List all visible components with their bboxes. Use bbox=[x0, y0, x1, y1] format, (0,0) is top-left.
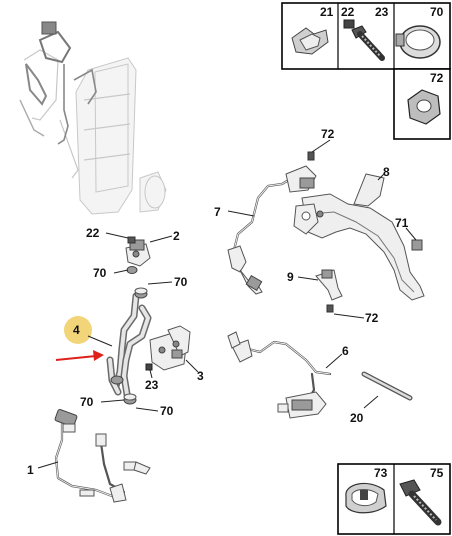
callout-1: 1 bbox=[27, 463, 34, 477]
sensor-harness-ghost bbox=[19, 21, 97, 145]
callout-70-d: 70 bbox=[160, 404, 174, 418]
callout-71: 71 bbox=[395, 216, 409, 230]
callout-9: 9 bbox=[287, 270, 294, 284]
callouts: 22 2 70 70 4 3 23 70 70 1 bbox=[27, 127, 417, 477]
bolt-23-icon bbox=[351, 25, 385, 61]
box-label-70: 70 bbox=[430, 5, 444, 19]
hardware-box-bottom: 73 75 bbox=[337, 463, 451, 535]
part-2-bracket bbox=[125, 239, 151, 267]
callout-20: 20 bbox=[350, 411, 364, 425]
red-arrow-icon bbox=[55, 350, 104, 361]
callout-7: 7 bbox=[214, 205, 221, 219]
box-label-23: 23 bbox=[375, 5, 389, 19]
callout-8: 8 bbox=[383, 165, 390, 179]
clip-73-icon bbox=[345, 482, 387, 514]
callout-6: 6 bbox=[342, 344, 349, 358]
clip-21-icon bbox=[291, 27, 329, 55]
box-label-75: 75 bbox=[430, 466, 444, 480]
box-label-21: 21 bbox=[320, 5, 334, 19]
part-6-sensor bbox=[227, 331, 332, 419]
part-8-bracket bbox=[293, 173, 425, 301]
part-71-clip bbox=[411, 239, 423, 251]
callout-2: 2 bbox=[173, 229, 180, 243]
callout-72-a: 72 bbox=[321, 127, 335, 141]
callout-22: 22 bbox=[86, 226, 100, 240]
nut-72-icon bbox=[407, 89, 441, 125]
part-3-bracket bbox=[149, 325, 191, 371]
box-label-73: 73 bbox=[374, 466, 388, 480]
hardware-box-top: 21 22 23 70 72 bbox=[281, 2, 451, 140]
box-label-72: 72 bbox=[430, 71, 444, 85]
highlight-circle bbox=[64, 316, 92, 344]
part-23-screw bbox=[145, 363, 153, 371]
particulate-filter-ghost bbox=[59, 57, 167, 215]
callout-4: 4 bbox=[73, 323, 80, 337]
bolt-75-icon bbox=[399, 479, 442, 526]
part-7-sensor bbox=[227, 151, 317, 295]
part-9-bracket bbox=[315, 269, 343, 313]
part-1-sensor-harness bbox=[54, 409, 151, 503]
part-20-rod bbox=[361, 371, 413, 401]
clamp-70-icon bbox=[395, 25, 441, 59]
callout-72-b: 72 bbox=[365, 311, 379, 325]
clamp-70-set bbox=[110, 266, 148, 405]
callout-70-c: 70 bbox=[80, 395, 94, 409]
callout-70-b: 70 bbox=[174, 275, 188, 289]
callout-70-a: 70 bbox=[93, 266, 107, 280]
callout-23: 23 bbox=[145, 378, 159, 392]
box-label-22: 22 bbox=[341, 5, 355, 19]
screw-22-icon bbox=[343, 19, 355, 29]
part-22-screw bbox=[127, 236, 136, 244]
callout-3: 3 bbox=[197, 369, 204, 383]
